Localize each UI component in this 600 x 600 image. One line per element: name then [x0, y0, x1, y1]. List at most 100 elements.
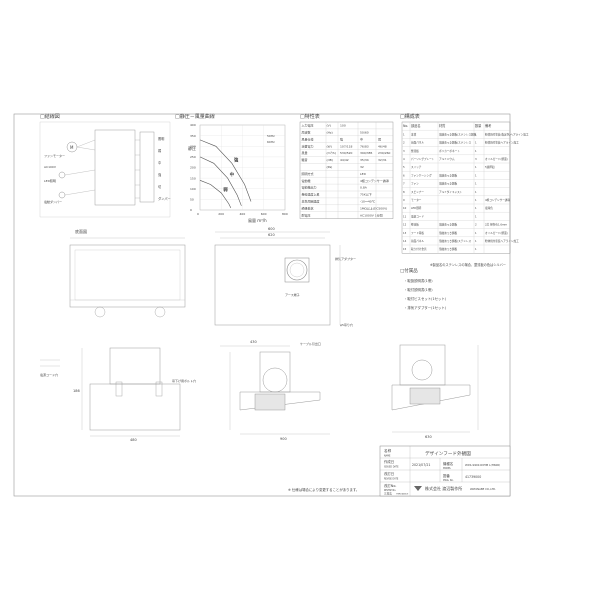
spec-cell: 強: [340, 136, 343, 141]
chart-series-line: [199, 180, 232, 209]
parts-cell: 1: [475, 165, 477, 169]
parts-cell: 13: [403, 231, 407, 235]
title-company-en: WATANABE CO.,LTD.: [470, 487, 496, 491]
led-label: LED照明: [44, 179, 56, 183]
parts-cell: 本体: [411, 132, 417, 136]
bottom-view-label: 底面図: [75, 228, 87, 234]
side-body: [239, 391, 321, 411]
spec-table: 入力電圧(V)100周波数(Hz)50/60風量仕様強中弱消費電力(W)107/…: [299, 121, 394, 219]
chart-y-tick: 150: [190, 176, 196, 180]
spec-cell: 周波数: [302, 130, 311, 135]
spec-cell: (V): [327, 124, 331, 128]
spec-cell: 390/385: [360, 151, 373, 155]
exhaust-adapter-square: [284, 257, 310, 283]
spec-cell: 100: [340, 124, 346, 128]
section-accessories: □付属品: [400, 267, 418, 274]
fan-motor-label: ファンモーター: [44, 153, 65, 158]
spec-cell: 107/118: [340, 144, 353, 148]
bottom-view-light-left: [94, 306, 106, 318]
accessory-item: ・取扱説明書(1冊): [404, 278, 433, 283]
spec-cell: 巻線温度上昇: [302, 192, 320, 197]
title-date-label: 作成日: [384, 459, 394, 464]
chart-x-tick: 800: [282, 212, 288, 216]
parts-cell: 溶融めっき鋼板: [439, 223, 458, 227]
parts-cell: スイッチ: [411, 165, 422, 169]
parts-cell: 粉体焼付塗装ヘアライン加工: [485, 141, 519, 145]
parts-cell: 9: [403, 198, 405, 202]
switch-block: [139, 131, 155, 203]
chart-x-tick: 600: [261, 212, 267, 216]
parts-cell: ポリカーボネート: [439, 149, 460, 153]
parts-cell: 2: [475, 223, 477, 227]
ac100v-label: AC100V: [44, 165, 57, 169]
front-body: [89, 383, 181, 431]
switch-label: ダンパー: [158, 196, 171, 201]
parts-cell: 整流板: [411, 223, 419, 227]
chart-x-tick: 200: [218, 212, 224, 216]
title-block: 名称 NAME デザインフード外観図 作成日 ISSUED DATE 2021/…: [379, 445, 511, 497]
parts-cell: 2芯 極性有1.6mm: [485, 223, 508, 227]
parts-cell: 電源コード: [411, 214, 424, 218]
dim-630: 630: [425, 435, 432, 439]
parts-cell: 溶融めっき鋼板: [439, 231, 458, 235]
spec-cell: 入力電圧: [302, 123, 314, 128]
parts-cell: 1: [475, 247, 477, 251]
section-parts: □構成表: [400, 113, 420, 120]
footer-note: ※ 仕様は場合により変更することがあります。: [288, 487, 359, 492]
title-model-value: WXS-S901CDHM L(H600): [465, 463, 500, 467]
accessory-item: ・取付説明書(1冊): [404, 287, 433, 292]
parts-cell: 15: [403, 247, 407, 251]
callout-earth: アース端子: [285, 292, 300, 297]
chart-series-label: 強: [234, 156, 239, 163]
spec-cell: (m³/h): [327, 151, 336, 155]
parts-cell: 1: [475, 198, 477, 202]
spec-cell: 絶縁抵抗: [302, 205, 314, 210]
section-wiring: □結線図: [40, 113, 60, 120]
spec-cell: 1MΩ以上(DC500V): [360, 205, 387, 210]
parts-cell: 粉体焼付塗装ヘアライン加工: [485, 239, 519, 243]
parts-cell: フード吊板: [411, 231, 424, 235]
parts-cell: 溶融めっき鋼板: [439, 182, 458, 186]
parts-cell: 前面パネル: [411, 141, 424, 145]
parts-cell: 溶融めっき鋼板: [439, 247, 458, 251]
callout-exhaust-adapter: 排気アダプター: [335, 256, 356, 261]
chart-ylabel: 静圧: [188, 145, 196, 151]
parts-cell: 5: [403, 165, 405, 169]
chart-series-label: 中: [230, 171, 235, 178]
parts-cell: 1: [475, 182, 477, 186]
parts-cell: 粉体焼付塗装(指定色)ヘアライン加工: [485, 132, 529, 136]
bottom-view-light-right: [154, 306, 166, 318]
parts-cell: 6: [403, 173, 405, 177]
accessory-item: ・取付ビスセット(1セット): [404, 296, 447, 301]
wiring-frame: [39, 121, 171, 218]
spec-cell: AC1000V 1分間: [360, 212, 383, 217]
sheet-border: [13, 113, 511, 497]
control-board: [94, 129, 136, 206]
parts-cell: 4: [403, 157, 405, 161]
parts-cell: 3: [403, 149, 405, 153]
right-side-view: 630: [391, 344, 479, 439]
dim-900: 900: [280, 437, 287, 441]
title-revno-label-en: REVISE No.: [384, 489, 396, 492]
chart-y-tick: 0: [190, 208, 192, 212]
spec-cell: (dB): [327, 158, 333, 162]
switch-label: 強: [158, 172, 162, 177]
spec-cell: 0.8A: [360, 186, 368, 190]
right-body: [391, 384, 471, 411]
parts-cell: 取り付け金具: [411, 247, 427, 251]
parts-cell: 11: [403, 214, 407, 218]
callout-hang-hole: φ5吊り穴: [340, 322, 353, 327]
chart-y-tick: 100: [190, 187, 196, 191]
spec-cell: LED: [360, 172, 367, 176]
section-static-pressure: □静圧－風量曲線: [175, 113, 215, 120]
parts-cell: モーター: [411, 198, 422, 202]
parts-cell: 整流板: [411, 149, 419, 153]
accessory-item: ・排気アダプター(1セット): [404, 305, 447, 310]
top-view: 600 620 排気アダプター アース端子 φ5吊り穴: [214, 227, 356, 327]
title-revision-label: 改訂日: [384, 471, 394, 476]
chart-y-tick: 350: [190, 134, 196, 138]
spec-cell: 電動機: [302, 178, 311, 183]
title-drawing-label: 図番: [443, 473, 450, 478]
